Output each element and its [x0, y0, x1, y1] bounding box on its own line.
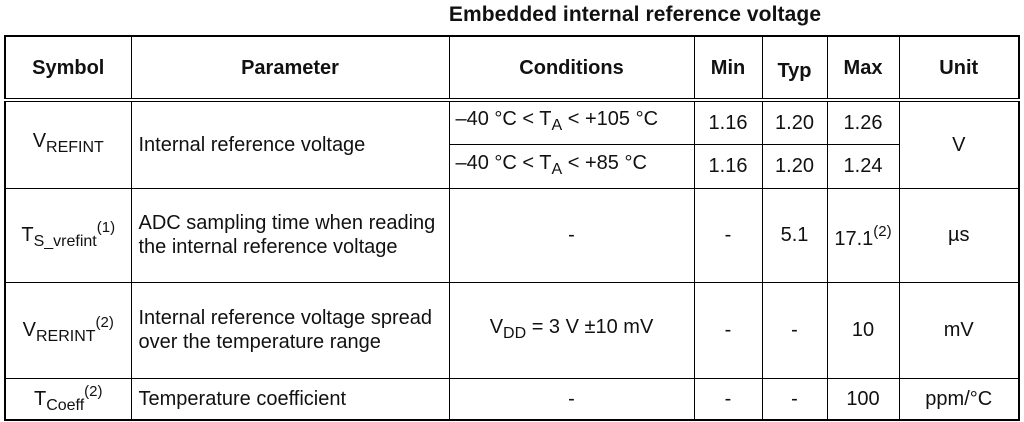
max-cell: 1.24	[826, 143, 900, 189]
min-cell: 1.16	[693, 143, 763, 189]
table-row: –40 °C < TA < +85 °C 1.16 1.20 1.24	[5, 143, 1019, 189]
conditions-cell: –40 °C < TA < +105 °C	[448, 99, 695, 145]
parameter-cell: Internal reference voltage	[130, 99, 450, 189]
min-cell: 1.16	[693, 99, 763, 145]
min-cell: -	[693, 281, 763, 379]
table-row: VRERINT(2) Internal reference voltage sp…	[4, 281, 1020, 379]
typ-cell: 1.20	[761, 143, 828, 189]
table-title: Embedded internal reference voltage	[448, 3, 822, 26]
parameter-cell: Internal reference voltage spread over t…	[130, 281, 450, 379]
header-unit: Unit	[898, 35, 1020, 102]
max-cell: 100	[826, 377, 900, 421]
unit-cell: mV	[898, 281, 1020, 379]
symbol-cell: VRERINT(2)	[4, 281, 132, 379]
max-cell: 17.1(2)	[826, 187, 900, 283]
header-symbol: Symbol	[4, 35, 132, 102]
symbol-cell: TS_vrefint(1)	[4, 187, 132, 283]
max-cell: 10	[826, 281, 900, 379]
header-conditions: Conditions	[448, 35, 695, 102]
conditions-cell: VDD = 3 V ±10 mV	[448, 281, 695, 379]
conditions-cell: -	[448, 187, 695, 283]
min-cell: -	[693, 377, 763, 421]
max-cell: 1.26	[826, 99, 900, 145]
unit-cell: ppm/°C	[898, 377, 1020, 421]
conditions-cell: -	[448, 377, 695, 421]
table-row: TS_vrefint(1) ADC sampling time when rea…	[4, 187, 1020, 283]
header-min: Min	[693, 35, 763, 102]
typ-cell: -	[761, 281, 828, 379]
reference-voltage-table: Symbol Parameter Conditions Min Typ Max …	[4, 35, 1020, 421]
unit-cell: µs	[898, 187, 1020, 283]
header-row: Symbol Parameter Conditions Min Typ Max …	[4, 35, 1020, 102]
conditions-cell: –40 °C < TA < +85 °C	[448, 143, 695, 189]
header-typ: Typ	[761, 35, 828, 102]
table-row: TCoeff(2) Temperature coefficient - - - …	[4, 377, 1020, 421]
min-cell: -	[693, 187, 763, 283]
table-row: VREFINT Internal reference voltage –40 °…	[4, 99, 1020, 189]
header-parameter: Parameter	[130, 35, 450, 102]
typ-cell: 5.1	[761, 187, 828, 283]
parameter-cell: Temperature coefficient	[130, 377, 450, 421]
symbol-cell: VREFINT	[4, 99, 132, 189]
symbol-cell: TCoeff(2)	[4, 377, 132, 421]
typ-cell: -	[761, 377, 828, 421]
parameter-cell: ADC sampling time when reading the inter…	[130, 187, 450, 283]
unit-cell: V	[898, 99, 1020, 189]
header-max: Max	[826, 35, 900, 102]
typ-cell: 1.20	[761, 99, 828, 145]
